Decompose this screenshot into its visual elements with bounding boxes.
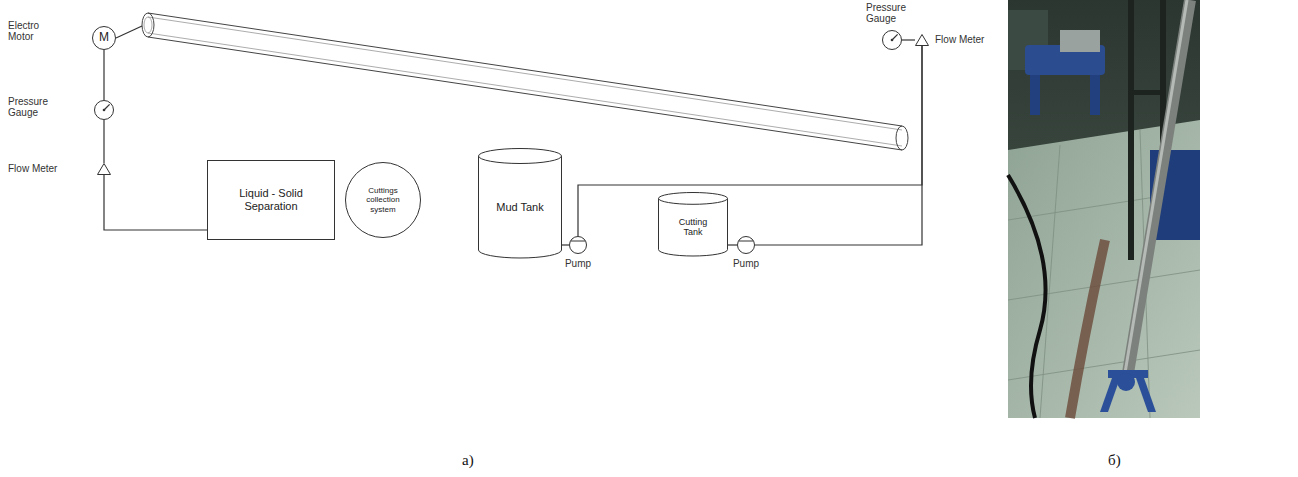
component-label: Pump xyxy=(558,258,598,269)
separation-box: Liquid - Solid Separation xyxy=(207,160,335,240)
pressure-gauge: Pressure Gauge xyxy=(882,30,902,50)
node-text: Cutting Tank xyxy=(670,217,716,238)
pipe-highlight xyxy=(1123,0,1187,385)
test-pipe xyxy=(1126,0,1190,385)
pressure-gauge-outline xyxy=(882,30,902,50)
flow-meter-triangle xyxy=(98,164,111,175)
gauge-dial xyxy=(883,31,902,50)
pipe-stand xyxy=(1100,370,1156,412)
pipe-inner-wall xyxy=(148,17,902,130)
pipe-end xyxy=(142,13,154,37)
node-text: Liquid - Solid Separation xyxy=(221,187,321,212)
tile-line xyxy=(1040,145,1060,418)
pipe-connector xyxy=(562,244,569,245)
pipe-connector xyxy=(103,120,104,163)
pipe xyxy=(142,13,908,150)
machine-leg xyxy=(1090,75,1100,115)
pump-line xyxy=(571,241,586,242)
tile-line xyxy=(1008,270,1200,300)
shaft-line xyxy=(116,26,142,38)
tile-line xyxy=(1008,350,1200,380)
frame-bar xyxy=(1128,90,1166,95)
component-label: Electro Motor xyxy=(8,20,58,42)
mud-streak xyxy=(1070,240,1105,418)
flow-meter-triangle xyxy=(916,35,929,46)
cutting-tank: Cutting Tank xyxy=(658,192,728,256)
photo xyxy=(1008,0,1200,418)
pipe-connector xyxy=(104,175,207,230)
floor-tiles xyxy=(1008,130,1200,418)
tank-wall xyxy=(479,156,562,258)
pump-symbol: Pump xyxy=(569,236,587,254)
component-label: Pressure Gauge xyxy=(8,96,58,118)
box-outline xyxy=(208,161,335,240)
circle-outline xyxy=(93,27,116,50)
frame-post xyxy=(1128,0,1134,260)
motor-circle: Electro MotorM xyxy=(92,26,116,50)
pressure-gauge-outline xyxy=(94,100,114,120)
pipe-wall xyxy=(148,37,902,150)
stand-leg xyxy=(1136,378,1156,412)
pipe-connector xyxy=(755,46,922,245)
machine-leg xyxy=(1030,75,1040,115)
pump-symbol-outline xyxy=(569,236,587,254)
component-label: Flow Meter xyxy=(935,34,1005,45)
cuttings-collection-circle: Cuttings collection system xyxy=(345,162,421,238)
photo-background xyxy=(1008,0,1200,418)
tank-wall xyxy=(659,198,728,256)
machine-cylinder xyxy=(1060,30,1100,52)
mud-tank: Mud Tank xyxy=(478,148,562,258)
panel-label: а) xyxy=(462,452,474,469)
flow-meter: Flow Meter xyxy=(915,34,929,46)
stand-leg xyxy=(1100,378,1120,412)
pipe-connector xyxy=(728,244,737,245)
tank-fill xyxy=(479,156,562,258)
pipe-connector xyxy=(902,39,915,40)
pipe-end-inner xyxy=(144,17,152,33)
component-label: Pump xyxy=(726,258,766,269)
pipe-end xyxy=(896,126,908,150)
pressure-gauge: Pressure Gauge xyxy=(94,100,114,120)
pump-circle xyxy=(738,237,755,254)
node-text: M xyxy=(99,31,109,45)
pump-symbol-outline xyxy=(737,236,755,254)
circle-outline xyxy=(346,163,421,238)
tank-fill xyxy=(659,198,728,256)
pipe-connector xyxy=(103,50,104,100)
flow-meter: Flow Meter xyxy=(97,163,111,175)
tank-top xyxy=(659,193,728,205)
component-label: Flow Meter xyxy=(8,163,83,174)
gauge-pivot xyxy=(103,109,106,112)
gauge-dial xyxy=(95,101,114,120)
pipe-inner-wall xyxy=(148,33,902,146)
pump-line xyxy=(739,241,754,242)
pipe-connector xyxy=(578,46,922,236)
node-text: Mud Tank xyxy=(495,201,545,214)
pipe-wall xyxy=(148,13,902,126)
flow-meter-outline xyxy=(97,163,111,175)
node-text: Cuttings collection system xyxy=(357,186,409,214)
pump-circle xyxy=(570,237,587,254)
gauge-pivot xyxy=(891,39,894,42)
component-label: Pressure Gauge xyxy=(866,2,916,24)
panel-label: б) xyxy=(1108,452,1121,469)
pump-symbol: Pump xyxy=(737,236,755,254)
photo-floor xyxy=(1008,120,1200,418)
stand-flange xyxy=(1117,373,1135,391)
tank-top xyxy=(479,149,562,164)
flow-meter-outline xyxy=(915,34,929,46)
hose xyxy=(1008,175,1046,418)
